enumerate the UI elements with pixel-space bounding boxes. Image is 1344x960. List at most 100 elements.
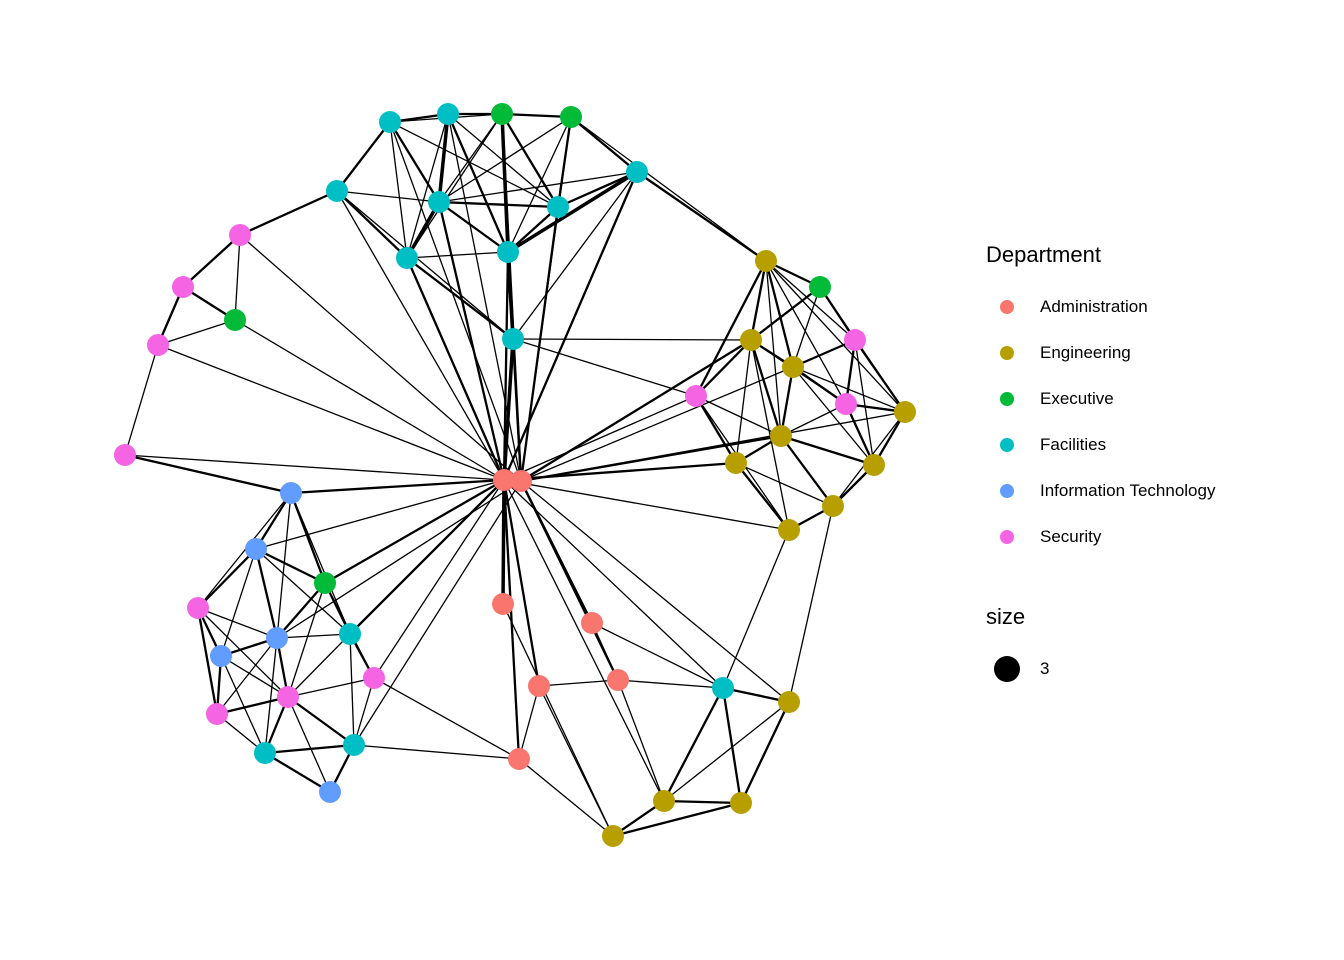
legend-item-label: Administration [1040, 297, 1148, 316]
graph-node [379, 111, 401, 133]
graph-node [147, 334, 169, 356]
graph-edge [501, 112, 572, 119]
graph-node [835, 393, 857, 415]
legend-department: Department Administration Engineering Ex… [986, 242, 1215, 560]
graph-edge [722, 529, 790, 689]
graph-edge [255, 492, 292, 550]
graph-edge [512, 171, 638, 340]
graph-edge [612, 801, 742, 838]
legend-item-label: Information Technology [1040, 481, 1216, 500]
graph-edge [389, 121, 559, 208]
graph-edge [780, 435, 834, 507]
graph-node [782, 356, 804, 378]
legend-item-label: Facilities [1040, 435, 1107, 454]
graph-edge [406, 113, 449, 259]
graph-edge [197, 492, 292, 609]
graph-edge [157, 319, 236, 346]
graph-edge [765, 260, 782, 437]
graph-edge [276, 633, 351, 639]
graph-node [254, 742, 276, 764]
graph-node [560, 106, 582, 128]
graph-edge [636, 171, 767, 262]
graph-edge [182, 234, 241, 288]
graph-edge [234, 234, 241, 321]
graph-edge [239, 234, 522, 482]
graph-node [602, 825, 624, 847]
administration-swatch-icon [1000, 300, 1014, 314]
legend-item-label: Executive [1040, 389, 1114, 408]
graph-edge [501, 113, 559, 208]
graph-edge [287, 696, 355, 746]
graph-edge [287, 696, 331, 793]
graph-node [547, 196, 569, 218]
graph-node [508, 748, 530, 770]
facilities-swatch-icon [1000, 438, 1014, 452]
graph-edge [695, 395, 782, 437]
executive-swatch-icon [1000, 392, 1014, 406]
graph-edge [336, 121, 391, 192]
graph-edge [503, 479, 790, 531]
graph-node [863, 454, 885, 476]
graph-edge [373, 677, 520, 760]
graph-edge [735, 462, 834, 507]
graph-edge [254, 548, 279, 639]
graph-edge [507, 206, 559, 253]
graph-edge [336, 190, 408, 259]
graph-node [653, 790, 675, 812]
graph-edge [255, 479, 505, 550]
graph-node [626, 161, 648, 183]
graph-edge [507, 170, 638, 254]
graph-edge [854, 339, 906, 413]
graph-edge [739, 701, 791, 804]
graph-edge [779, 366, 795, 437]
graph-edge [389, 121, 522, 482]
legend-item-facilities: Facilities [986, 422, 1215, 468]
graph-edge [438, 171, 638, 203]
graph-edge [287, 677, 375, 698]
size-swatch-icon [994, 656, 1020, 682]
legend: Department Administration Engineering Ex… [986, 242, 1215, 692]
graph-edge [447, 113, 522, 482]
graph-node [229, 224, 251, 246]
graph-edge [750, 286, 821, 341]
graph-edge [520, 480, 790, 703]
graph-edge [255, 547, 326, 585]
graph-edge [220, 548, 257, 657]
graph-node [528, 675, 550, 697]
graph-node [712, 677, 734, 699]
graph-edge [276, 480, 522, 639]
graph-edge [507, 116, 572, 253]
graph-node [844, 329, 866, 351]
legend-size: size 3 [986, 604, 1215, 692]
graph-edge [290, 478, 505, 495]
graph-edge [765, 260, 906, 413]
graph-edge [264, 752, 331, 793]
graph-edge [349, 633, 355, 746]
graph-edge [617, 679, 724, 689]
graph-edge [750, 339, 790, 531]
graph-edge [389, 121, 440, 203]
graph-edge [276, 492, 292, 639]
graph-edge [234, 319, 505, 481]
graph-node [778, 691, 800, 713]
legend-item-engineering: Engineering [986, 330, 1215, 376]
graph-edge [124, 453, 292, 495]
graph-edge [520, 116, 572, 482]
graph-edge [663, 799, 742, 805]
graph-edge [512, 338, 752, 341]
graph-node [210, 645, 232, 667]
graph-edge [438, 113, 503, 203]
graph-edge [788, 505, 834, 703]
graph-edge [324, 479, 505, 584]
graph-edge [220, 655, 289, 698]
graph-node [497, 241, 519, 263]
legend-size-item: 3 [986, 646, 1215, 692]
graph-edge [765, 260, 856, 341]
graph-edge [519, 480, 620, 681]
graph-edge [570, 116, 638, 173]
graph-node [730, 792, 752, 814]
graph-node [245, 538, 267, 560]
graph-edge [502, 171, 639, 481]
graph-edge [557, 170, 638, 209]
graph-edge [765, 260, 847, 405]
